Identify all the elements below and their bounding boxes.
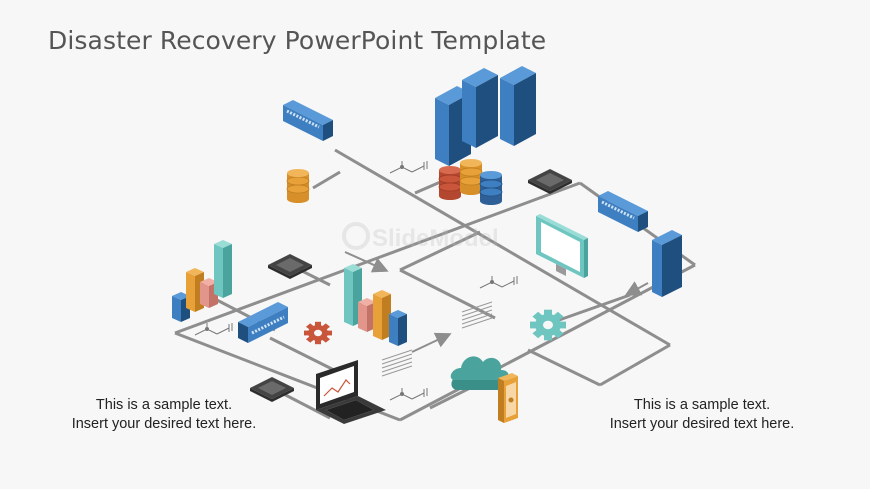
network-line [399, 268, 496, 320]
caption-right: This is a sample text. Insert your desir… [572, 396, 832, 434]
data-block [381, 349, 413, 377]
caption-right-line1: This is a sample text. [633, 397, 771, 413]
network-line [599, 343, 671, 387]
chip-icon [268, 254, 312, 279]
server-icon [652, 230, 682, 297]
network-line [527, 348, 601, 387]
processor-chips [250, 169, 572, 402]
database-stacks [286, 159, 503, 205]
circuit-symbol [479, 276, 518, 289]
cloud-icon [450, 356, 509, 390]
circuit-symbol [389, 388, 428, 401]
bar-chart-icon-center [344, 264, 407, 346]
watermark-text: SlideModel [372, 225, 499, 252]
server-tower [500, 66, 536, 146]
slide-title: Disaster Recovery PowerPoint Template [48, 26, 547, 55]
network-line [312, 170, 341, 190]
network-line [399, 263, 696, 422]
database-icon [438, 166, 462, 200]
flow-arrows [344, 251, 649, 353]
network-switches [238, 100, 648, 343]
watermark: SlideModel [342, 222, 499, 252]
circuit-symbols [194, 161, 518, 401]
caption-left-line2: Insert your desired text here. [71, 416, 257, 432]
caption-right-line2: Insert your desired text here. [609, 416, 795, 432]
database-icon [459, 159, 483, 195]
flow-arrow [344, 251, 389, 273]
chip-icon [250, 377, 294, 402]
server-towers-icon [435, 66, 536, 166]
database-icon [286, 169, 310, 203]
flow-arrow [624, 281, 649, 296]
data-blocks [381, 301, 493, 377]
phone-icon [498, 373, 518, 423]
switch-icon [598, 191, 648, 232]
network-line [334, 148, 671, 347]
flow-arrow [411, 332, 452, 353]
chip-icon [528, 169, 572, 194]
switch-icon [238, 302, 288, 343]
circuit-symbol [389, 161, 428, 174]
network-line [429, 386, 471, 410]
caption-left: This is a sample text. Insert your desir… [34, 396, 294, 434]
network-lines [174, 148, 696, 422]
laptop-icon [316, 360, 386, 424]
gear-icon [530, 309, 566, 341]
bar-chart-icon-left [172, 240, 232, 322]
gear-icon [304, 321, 332, 345]
data-block [461, 301, 493, 329]
switch-icon [283, 100, 333, 141]
database-icon [479, 171, 503, 205]
caption-left-line1: This is a sample text. [95, 397, 233, 413]
server-tower [462, 68, 498, 148]
circuit-symbol [194, 323, 233, 336]
monitor-icon [536, 214, 588, 278]
network-line [399, 230, 481, 272]
